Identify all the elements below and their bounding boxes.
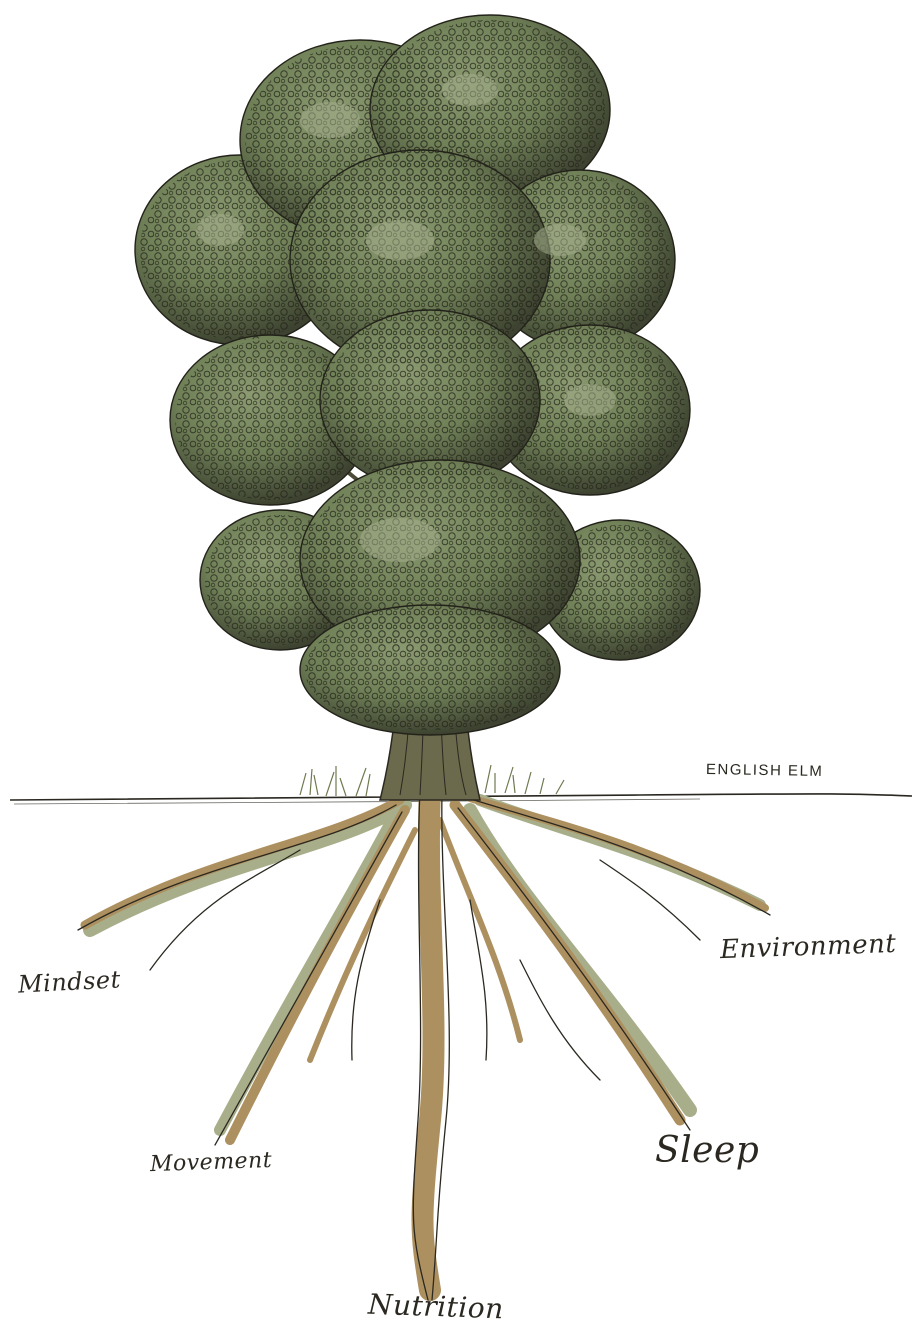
root-label-sleep: Sleep xyxy=(655,1130,759,1171)
root-label-movement: Movement xyxy=(150,1148,273,1177)
tree-name-label: ENGLISH ELM xyxy=(706,761,824,780)
root-label-nutrition: Nutrition xyxy=(367,1288,504,1326)
root-label-mindset: Mindset xyxy=(17,965,121,998)
root-nutrition xyxy=(423,790,434,1290)
root-label-environment: Environment xyxy=(720,929,897,965)
